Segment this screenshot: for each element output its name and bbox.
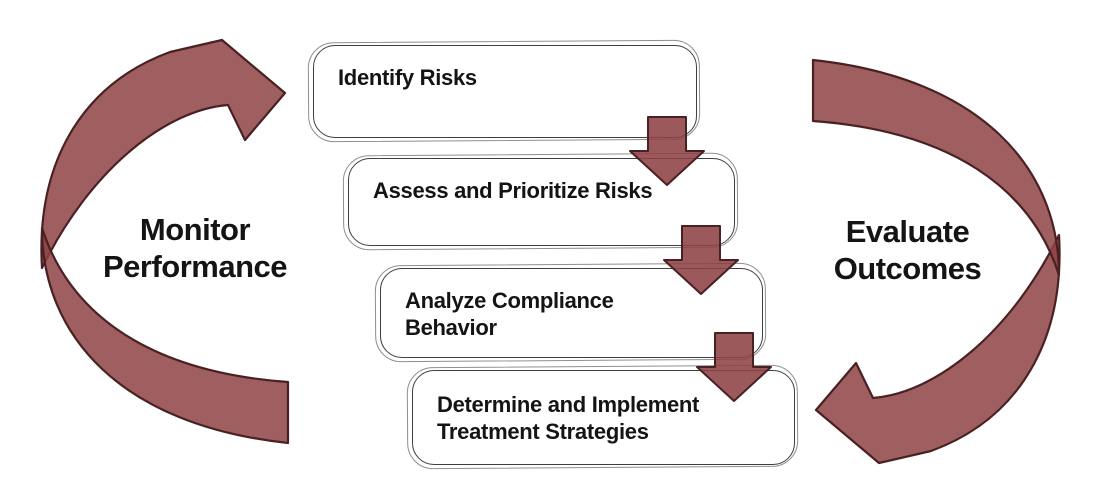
step-label: Assess and Prioritize Risks	[373, 178, 653, 203]
step-card-identify-risks: Identify Risks	[313, 45, 697, 138]
step-label: Determine and Implement Treatment Strate…	[437, 392, 700, 444]
step-label: Identify Risks	[338, 65, 477, 90]
step-card-determine-implement-treatment: Determine and Implement Treatment Strate…	[412, 370, 795, 465]
monitor-performance-label: Monitor Performance	[102, 212, 288, 284]
step-card-assess-prioritize-risks: Assess and Prioritize Risks	[348, 158, 735, 246]
step-label: Analyze Compliance Behavior	[405, 288, 614, 340]
step-card-analyze-compliance-behavior: Analyze Compliance Behavior	[380, 268, 763, 358]
evaluate-outcomes-label: Evaluate Outcomes	[833, 214, 982, 286]
